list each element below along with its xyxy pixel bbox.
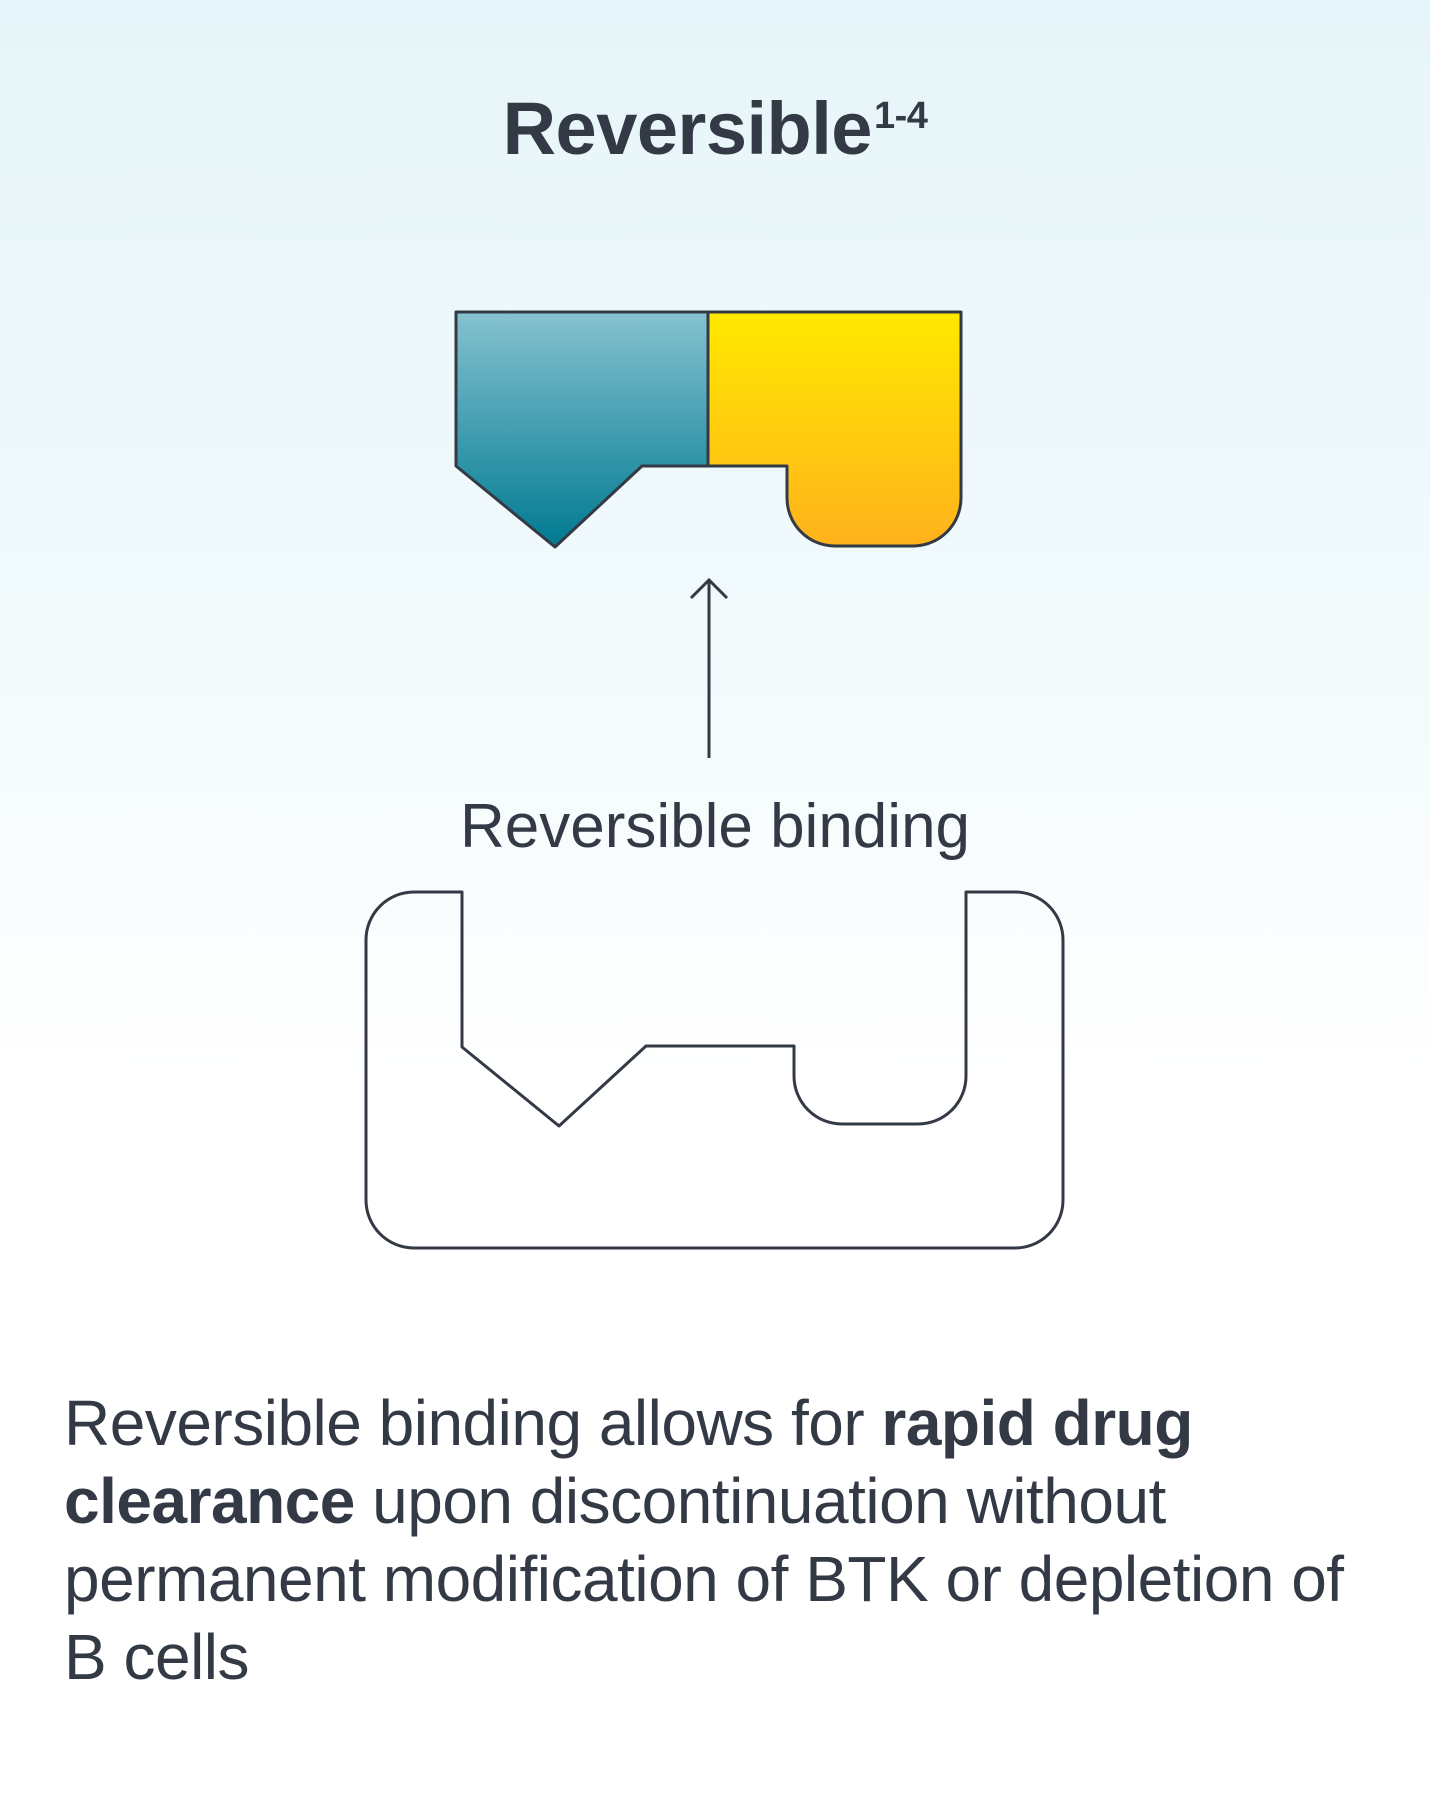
drug-teal-segment: [454, 310, 710, 549]
page-title: Reversible1-4: [0, 88, 1430, 169]
description-part1: Reversible binding allows for: [64, 1387, 882, 1459]
btk-receptor-outline: [364, 890, 1065, 1250]
description-text: Reversible binding allows for rapid drug…: [64, 1384, 1384, 1696]
arrow-up-icon: [689, 577, 729, 758]
description-bold2: clearance: [64, 1465, 355, 1537]
drug-yellow-segment: [706, 310, 963, 548]
description-bold1: rapid drug: [881, 1387, 1193, 1459]
title-text: Reversible: [502, 87, 873, 170]
arrow-label: Reversible binding: [459, 792, 971, 861]
description-part2: upon discontinuation without permanent m…: [64, 1465, 1344, 1693]
title-reference: 1-4: [873, 95, 928, 137]
